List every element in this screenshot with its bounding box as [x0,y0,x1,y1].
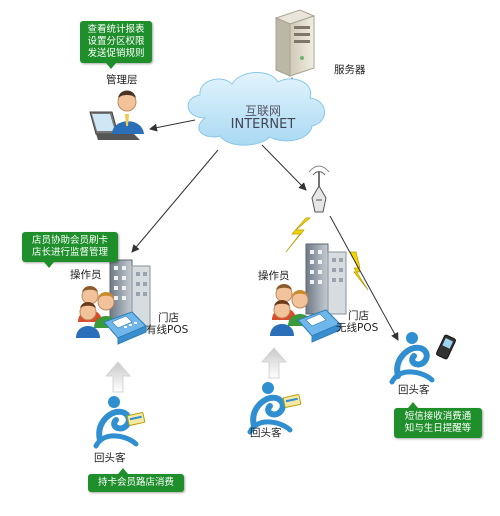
wired-customer-up-arrow [104,361,132,393]
server-label: 服务器 [334,64,366,76]
wired-bubble-line-2: 店长进行监督管理 [31,247,108,258]
wired-pos-terminal-icon [103,311,147,345]
admin-info-bubble: 查看统计报表 设置分区权限 发送促销规则 [80,21,152,69]
wireless-customer-label: 回头客 [250,427,282,439]
wired-store-label: 门店 [158,312,179,324]
sms-bubble-line-1: 短信接收消费通 [404,411,472,422]
server-tower-icon [274,9,316,77]
wireless-customer-icon [247,382,302,435]
mobile-phone-icon [436,334,456,360]
sms-bubble-line-2: 知与生日提醒等 [404,423,472,434]
wired-customer-label: 回头客 [94,452,126,464]
wired-store-info-bubble: 店员协助会员刷卡 店长进行监督管理 [22,232,118,268]
wireless-store-building-icon [305,243,347,315]
wired-store-building-icon [109,259,151,329]
line-cloud-to-antenna [261,144,307,191]
internet-en-label: INTERNET [230,117,296,132]
card-member-bubble: 持卡会员路店消费 [88,468,184,492]
sms-customer-icon [389,332,435,385]
wireless-pos-terminal-icon [297,309,341,343]
admin-bubble-line-1: 查看统计报表 [87,24,145,35]
wireless-pos-label: 无线POS [336,322,379,334]
admin-bubble-line-3: 发送促销规则 [87,48,145,59]
internet-cloud [187,72,325,146]
wired-operator-label: 操作员 [70,269,102,281]
line-cloud-to-admin [149,119,196,132]
wired-customer-icon [93,396,146,449]
sms-customer-label: 回头客 [398,384,430,396]
admin-bubble-line-2: 设置分区权限 [87,36,145,47]
wireless-store-label: 门店 [348,310,369,322]
internet-cn-label: 互联网 [244,104,281,118]
admin-person-icon [89,90,144,140]
wired-pos-label: 有线POS [146,324,189,336]
lightning-bolt-right [349,251,369,291]
internet-cloud-label: 互联网 INTERNET [226,104,300,132]
line-antenna-to-sms-customer [329,215,399,341]
sms-info-bubble: 短信接收消费通 知与生日提醒等 [394,402,482,438]
line-cloud-to-wired-store [131,149,219,253]
wired-bubble-line-1: 店员协助会员刷卡 [31,235,108,246]
wireless-operator-label: 操作员 [258,270,290,282]
wireless-antenna-icon [308,165,330,213]
wireless-customer-up-arrow [260,347,288,379]
lightning-bolt-left [285,217,311,253]
admin-label: 管理层 [106,74,138,86]
